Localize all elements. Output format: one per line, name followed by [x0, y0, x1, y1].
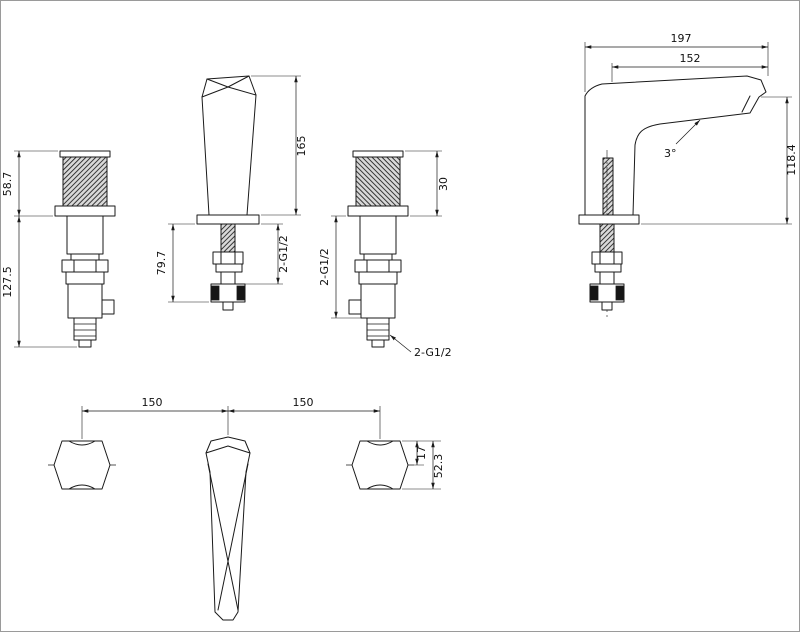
right-handle-front [347, 150, 409, 348]
dim-handle-inlet-thread: 2-G1/2 [318, 248, 331, 286]
plan-view-dimensions: 150 150 17 52.3 [81, 396, 445, 490]
front-view-dimensions: 58.7 127.5 165 79.7 2-G1/2 30 2-G1/2 2-G… [1, 75, 452, 359]
dim-outlet-height: 118.4 [785, 144, 798, 176]
dim-overall-reach: 197 [671, 32, 692, 45]
dim-handle-upper-height: 58.7 [1, 172, 14, 197]
side-fitting-right [615, 285, 625, 301]
spout-plan [205, 436, 251, 621]
dim-handle-top-offset: 17 [415, 446, 428, 460]
dim-left-hole-spacing: 150 [142, 396, 163, 409]
dim-handle-cartridge-height: 30 [437, 177, 450, 191]
front-view: 58.7 127.5 165 79.7 2-G1/2 30 2-G1/2 2-G… [1, 75, 452, 359]
dim-handle-total-height: 127.5 [1, 266, 14, 298]
side-view: 197 152 3° 118.4 [578, 32, 798, 318]
spout-fitting-right [236, 285, 246, 301]
spout-side [578, 75, 767, 318]
side-view-dimensions: 197 152 3° 118.4 [584, 32, 798, 225]
right-handle-plan [345, 440, 415, 490]
left-handle-front [54, 150, 116, 348]
spout-fitting-left [210, 285, 220, 301]
spout-front [196, 75, 260, 311]
dim-inlet-thread-callout: 2-G1/2 [414, 346, 452, 359]
dim-spout-inlet-thread: 2-G1/2 [277, 235, 290, 273]
dim-right-hole-spacing: 150 [293, 396, 314, 409]
dim-spout-lower-height: 79.7 [155, 251, 168, 276]
dim-spout-angle: 3° [664, 147, 677, 160]
dim-spout-total-height: 165 [295, 136, 308, 157]
dim-handle-depth: 52.3 [432, 454, 445, 479]
side-fitting-left [589, 285, 599, 301]
plan-view: 150 150 17 52.3 [47, 396, 445, 621]
left-handle-plan [47, 440, 117, 490]
dim-spout-reach: 152 [680, 52, 701, 65]
